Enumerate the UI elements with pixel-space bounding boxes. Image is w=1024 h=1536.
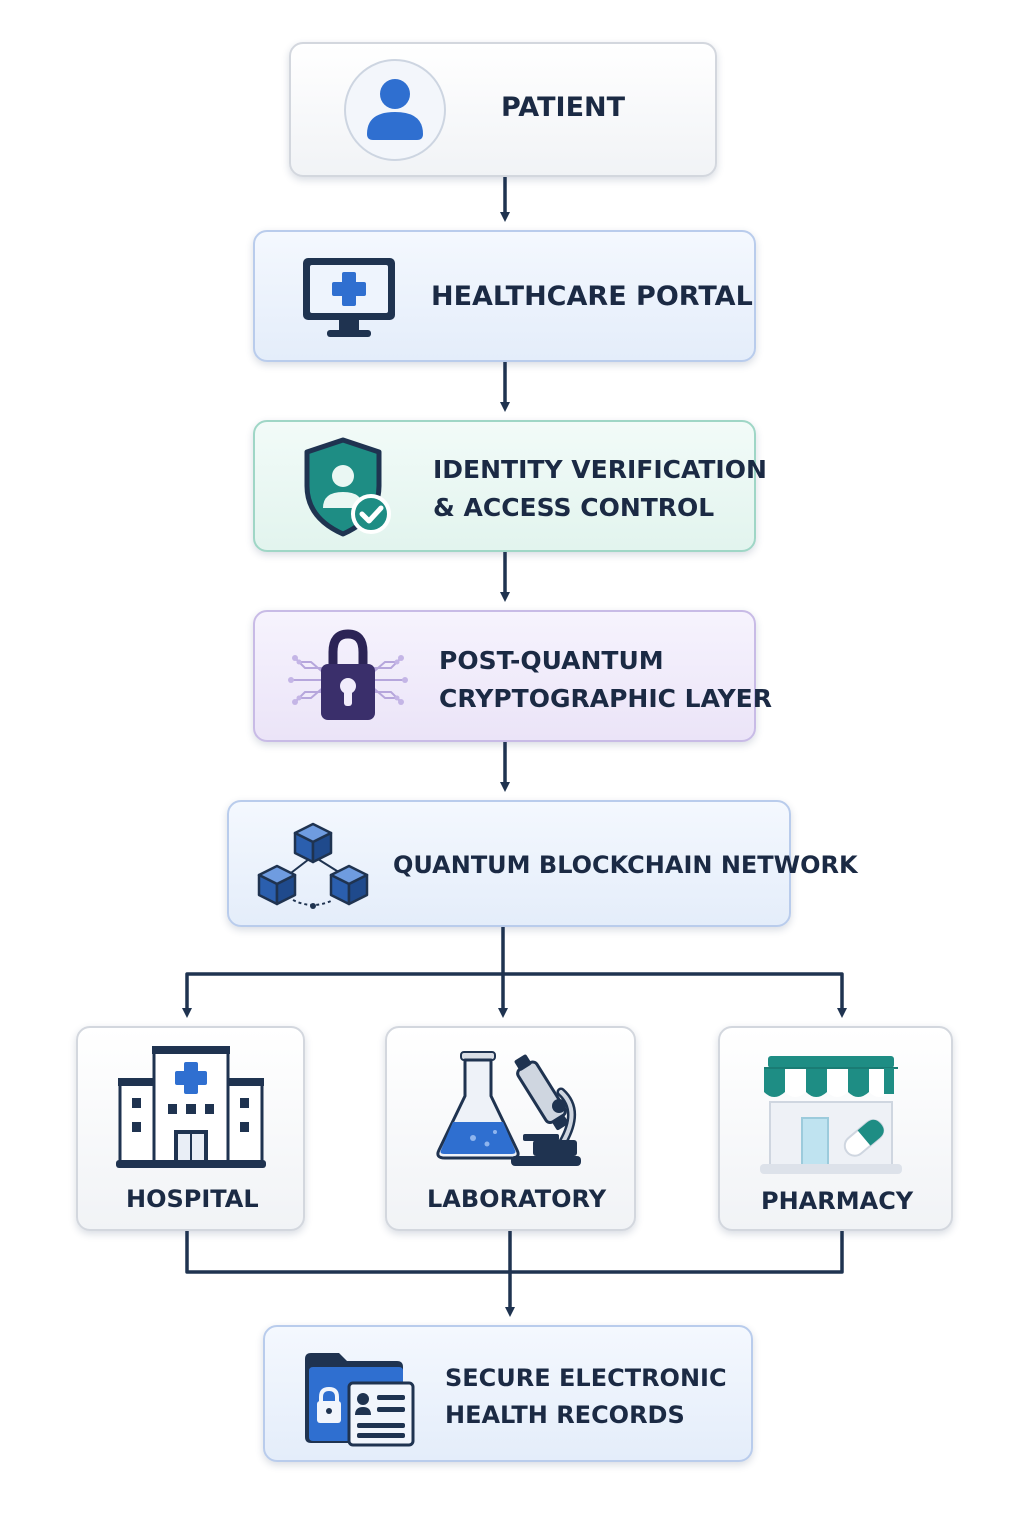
cube-top [293, 822, 333, 864]
arrow-blockchain-hospital [182, 972, 505, 1018]
secure-ehr-label-line2: HEALTH RECORDS [445, 1401, 685, 1429]
circuit-padlock-icon [288, 629, 408, 720]
monitor-medical-cross-icon [303, 258, 395, 337]
cube-left [257, 864, 297, 906]
post-quantum-label-line2: CRYPTOGRAPHIC LAYER [439, 684, 772, 713]
identity-verification-label-line1: IDENTITY VERIFICATION [433, 455, 767, 484]
quantum-blockchain-node[interactable]: QUANTUM BLOCKCHAIN NETWORK [227, 800, 858, 927]
microscope-shape [511, 1054, 581, 1166]
healthcare-portal-label: HEALTHCARE PORTAL [431, 281, 753, 312]
arrow-blockchain-pharmacy [501, 972, 847, 1018]
patient-label: PATIENT [501, 92, 626, 123]
pharmacy-node[interactable]: PHARMACY [718, 1026, 953, 1231]
flask-microscope-icon [436, 1051, 581, 1166]
identity-verification-label-line2: & ACCESS CONTROL [433, 493, 715, 522]
cube-right [329, 864, 369, 906]
user-icon [344, 59, 446, 161]
merge-line-pharmacy [508, 1229, 844, 1274]
pharmacy-store-icon [760, 1056, 902, 1174]
post-quantum-label-line1: POST-QUANTUM [439, 646, 664, 675]
folder-lock-record-icon [305, 1353, 415, 1447]
post-quantum-layer-node[interactable]: POST-QUANTUM CRYPTOGRAPHIC LAYER [253, 610, 772, 742]
hospital-label: HOSPITAL [126, 1185, 259, 1213]
laboratory-label: LABORATORY [427, 1185, 607, 1213]
linked-cubes-icon [257, 822, 369, 909]
hospital-node[interactable]: HOSPITAL [76, 1026, 305, 1231]
secure-ehr-label-line1: SECURE ELECTRONIC [445, 1364, 727, 1392]
merge-line-hospital [185, 1229, 512, 1274]
quantum-blockchain-label: QUANTUM BLOCKCHAIN NETWORK [393, 851, 858, 879]
secure-ehr-node[interactable]: SECURE ELECTRONIC HEALTH RECORDS [263, 1325, 753, 1462]
hospital-building-icon [116, 1046, 266, 1168]
shield-user-check-icon [304, 437, 391, 537]
healthcare-portal-node[interactable]: HEALTHCARE PORTAL [253, 230, 756, 362]
laboratory-node[interactable]: LABORATORY [385, 1026, 636, 1231]
pharmacy-label: PHARMACY [761, 1187, 914, 1215]
identity-verification-node[interactable]: IDENTITY VERIFICATION & ACCESS CONTROL [253, 420, 767, 552]
flask-shape [436, 1051, 520, 1160]
patient-node[interactable]: PATIENT [289, 42, 717, 177]
